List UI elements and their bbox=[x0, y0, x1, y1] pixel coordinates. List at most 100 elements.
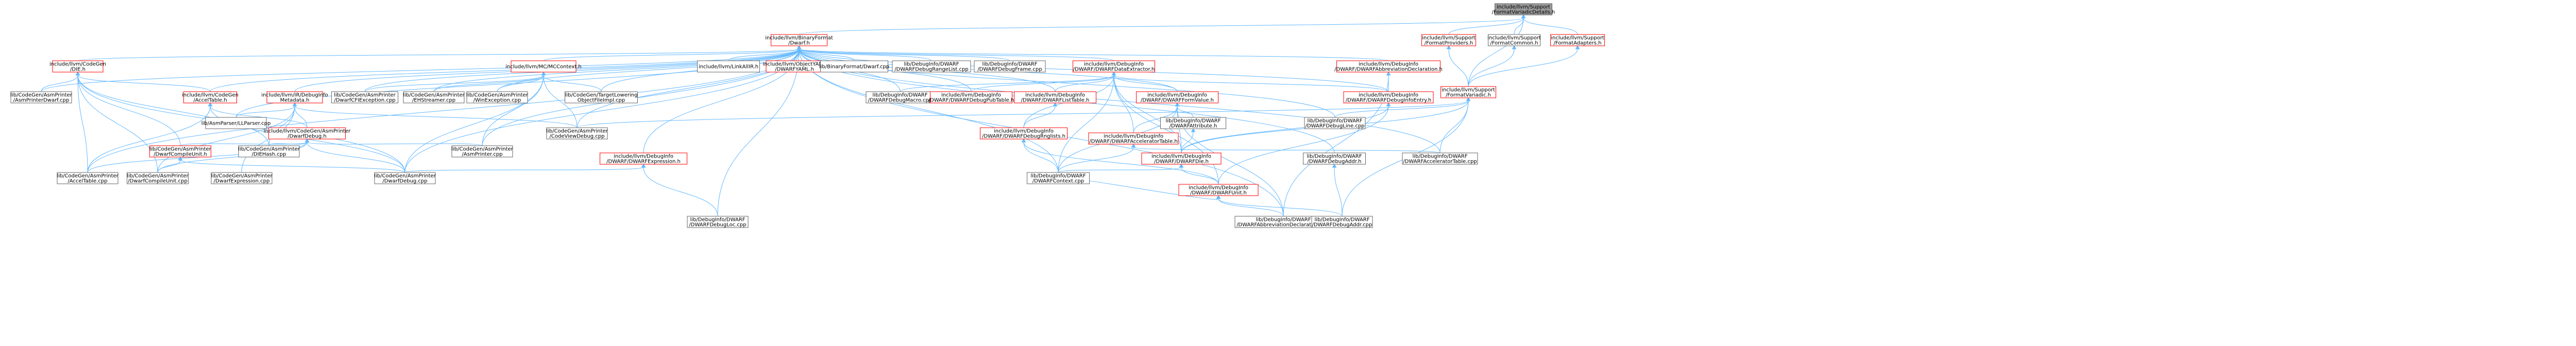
graph-node[interactable]: include/llvm/DebugInfo/DWARF/DWARFDie.h bbox=[1141, 152, 1222, 165]
graph-edge-line bbox=[87, 48, 800, 173]
graph-edge-line bbox=[307, 142, 405, 173]
graph-node[interactable]: lib/DebugInfo/DWARF/DWARFDebugLoc.cpp bbox=[687, 216, 749, 228]
graph-node-box bbox=[1343, 91, 1434, 103]
graph-node-label: /Dwarf.h bbox=[788, 41, 810, 46]
graph-node-label: include/llvm/Support bbox=[1442, 88, 1495, 93]
graph-node[interactable]: lib/CodeGen/AsmPrinter/DwarfCompileUnit.… bbox=[149, 145, 212, 158]
graph-node: include/llvm/Support/FormatVariadicDetai… bbox=[1492, 3, 1555, 15]
graph-node-label: /DWARFDebugLoc.cpp bbox=[689, 222, 746, 228]
graph-node[interactable]: include/llvm/CodeGen/DIE.h bbox=[49, 60, 106, 73]
graph-edge bbox=[178, 157, 405, 173]
graph-edge-line bbox=[210, 106, 308, 128]
graph-node[interactable]: lib/DebugInfo/DWARF/DWARFDebugAddr.h bbox=[1303, 152, 1366, 165]
graph-edge-line bbox=[1023, 106, 1056, 128]
graph-node[interactable]: include/llvm/Support/FormatAdapters.h bbox=[1550, 34, 1605, 46]
graph-node[interactable]: include/llvm/MC/MCContext.h bbox=[505, 60, 582, 73]
graph-node[interactable]: include/llvm/DebugInfo/DWARF/DWARFDebugP… bbox=[928, 91, 1014, 103]
graph-node[interactable]: include/llvm/DebugInfo/DWARF/DWARFListTa… bbox=[1014, 91, 1096, 103]
graph-node[interactable]: lib/DebugInfo/DWARF/DWARFDebugLine.cpp bbox=[1304, 117, 1366, 129]
graph-node[interactable]: lib/CodeGen/AsmPrinter/AccelTable.cpp bbox=[57, 172, 119, 184]
graph-node[interactable]: lib/DebugInfo/DWARF/DWARFContext.cpp bbox=[1027, 172, 1090, 184]
graph-node-label: /EHStreamer.cpp bbox=[412, 98, 455, 103]
graph-node[interactable]: include/llvm/DebugInfo/DWARF/DWARFDebugI… bbox=[1343, 91, 1434, 103]
graph-node[interactable]: lib/CodeGen/AsmPrinter/DwarfCompileUnit.… bbox=[127, 172, 189, 184]
graph-edge-line bbox=[404, 48, 800, 173]
graph-edge-line bbox=[1023, 142, 1059, 173]
graph-node-label: /AccelTable.cpp bbox=[67, 179, 107, 184]
graph-node[interactable]: lib/CodeGen/AsmPrinter/DwarfCFIException… bbox=[331, 91, 398, 103]
graph-edge-line bbox=[268, 142, 308, 146]
graph-node-label: /AsmPrinterDwarf.cpp bbox=[13, 98, 70, 103]
graph-edge-line bbox=[404, 75, 544, 173]
graph-node-label: /DWARF/DWARFAcceleratorTable.h bbox=[1089, 139, 1178, 145]
graph-node[interactable]: lib/CodeGen/AsmPrinter/DIEHash.cpp bbox=[238, 145, 300, 158]
graph-node[interactable]: lib/DebugInfo/DWARF/DWARFAcceleratorTabl… bbox=[1402, 152, 1478, 165]
graph-edge-arrowhead bbox=[1332, 164, 1337, 168]
graph-node[interactable]: include/llvm/LinkAllIR.h bbox=[697, 60, 760, 73]
graph-node-label: lib/CodeGen/TargetLowering bbox=[565, 93, 638, 98]
graph-node[interactable]: lib/CodeGen/AsmPrinter/CodeViewDebug.cpp bbox=[546, 127, 608, 140]
graph-node-label: /DWARF/DWARFDataExtractor.h bbox=[1073, 67, 1155, 73]
graph-node-box bbox=[374, 172, 436, 184]
graph-node[interactable]: include/llvm/DebugInfo/DWARF/DWARFAbbrev… bbox=[1334, 60, 1443, 73]
graph-node[interactable]: include/llvm/CodeGen/AsmPrinter/DwarfDeb… bbox=[264, 127, 351, 140]
graph-node-label: /DWARF/DWARFDebugInfoEntry.h bbox=[1346, 98, 1431, 103]
graph-node[interactable]: lib/CodeGen/AsmPrinter/DwarfDebug.cpp bbox=[374, 172, 436, 184]
graph-node-label: /DwarfCompileUnit.cpp bbox=[128, 179, 188, 184]
graph-edge-line bbox=[1218, 198, 1343, 217]
graph-node-box bbox=[238, 145, 300, 158]
graph-node[interactable]: include/llvm/DebugInfo/DWARF/DWARFDebugR… bbox=[980, 127, 1067, 140]
graph-node-label: include/llvm/Support bbox=[1422, 36, 1476, 41]
graph-edge bbox=[577, 45, 802, 128]
graph-node[interactable]: include/llvm/CodeGen/AccelTable.h bbox=[182, 91, 239, 103]
graph-node[interactable]: lib/CodeGen/AsmPrinter/WinException.cpp bbox=[466, 91, 529, 103]
graph-edge-line bbox=[157, 142, 308, 173]
graph-node-box bbox=[974, 60, 1046, 73]
graph-node[interactable]: lib/DebugInfo/DWARF/DWARFAttribute.h bbox=[1160, 117, 1226, 129]
graph-edge bbox=[1446, 45, 1469, 87]
graph-node[interactable]: include/llvm/DebugInfo/DWARF/DWARFFormVa… bbox=[1136, 91, 1218, 103]
graph-node[interactable]: lib/CodeGen/AsmPrinter/AsmPrinter.cpp bbox=[451, 145, 514, 158]
graph-node[interactable]: lib/AsmParser/LLParser.cpp bbox=[201, 117, 271, 129]
graph-edge-line bbox=[364, 48, 800, 92]
graph-node[interactable]: include/llvm/DebugInfo/DWARF/DWARFDataEx… bbox=[1073, 60, 1155, 73]
graph-edge-line bbox=[577, 100, 1469, 128]
graph-node[interactable]: lib/DebugInfo/DWARF/DWARFDebugFrame.cpp bbox=[974, 60, 1046, 73]
graph-node-box bbox=[1550, 34, 1605, 46]
graph-edge-line bbox=[799, 48, 1335, 118]
graph-node-box bbox=[127, 172, 189, 184]
graph-node[interactable]: lib/CodeGen/AsmPrinter/EHStreamer.cpp bbox=[403, 91, 465, 103]
graph-node-label: include/llvm/DebugInfo bbox=[1104, 134, 1163, 140]
graph-node[interactable]: lib/BinaryFormat/Dwarf.cpp bbox=[819, 60, 889, 73]
graph-node[interactable]: include/llvm/Support/FormatProviders.h bbox=[1421, 34, 1476, 46]
graph-edge bbox=[1055, 72, 1116, 92]
graph-node[interactable]: include/llvm/DebugInfo/DWARF/DWARFAccele… bbox=[1088, 132, 1179, 145]
graph-node[interactable]: lib/CodeGen/AsmPrinter/AsmPrinterDwarf.c… bbox=[10, 91, 73, 103]
graph-node-box bbox=[1440, 86, 1496, 98]
graph-node[interactable]: lib/DebugInfo/DWARF/DWARFDebugRangeList.… bbox=[892, 60, 971, 73]
graph-edge bbox=[1181, 128, 1196, 153]
graph-node-box bbox=[1073, 60, 1155, 73]
graph-node[interactable]: include/llvm/Support/FormatVariadic.h bbox=[1440, 86, 1496, 98]
graph-node[interactable]: lib/DebugInfo/DWARF/DWARFDebugAddr.cpp bbox=[1311, 216, 1373, 228]
graph-node[interactable]: include/llvm/Support/FormatCommon.h bbox=[1487, 34, 1541, 46]
graph-node[interactable]: lib/DebugInfo/DWARF/DWARFDebugMacro.cpp bbox=[866, 91, 935, 103]
graph-edge-line bbox=[1468, 18, 1524, 87]
graph-node[interactable]: include/llvm/DebugInfo/DWARF/DWARFExpres… bbox=[600, 152, 687, 165]
graph-edge bbox=[1021, 139, 1059, 173]
graph-edge-line bbox=[1113, 75, 1389, 92]
graph-node[interactable]: include/llvm/BinaryFormat/Dwarf.h bbox=[765, 34, 833, 46]
graph-node[interactable]: lib/CodeGen/AsmPrinter/DwarfExpression.c… bbox=[211, 172, 273, 184]
graph-node-label: lib/DebugInfo/DWARF bbox=[982, 62, 1037, 67]
graph-node[interactable]: include/llvm/DebugInfo/DWARF/DWARFUnit.h bbox=[1178, 184, 1259, 196]
graph-edge-line bbox=[77, 75, 181, 146]
graph-edge-arrowhead bbox=[1466, 97, 1471, 101]
graph-node-label: /DWARFAcceleratorTable.cpp bbox=[1403, 159, 1477, 165]
graph-node-box bbox=[331, 91, 398, 103]
graph-node-label: ObjectFileImpl.cpp bbox=[578, 98, 625, 103]
graph-node[interactable]: lib/CodeGen/TargetLoweringObjectFileImpl… bbox=[565, 91, 638, 103]
graph-node-label: /DWARF/DWARFDebugPubTable.h bbox=[928, 98, 1014, 103]
graph-node[interactable]: include/llvm/ObjectYAML/DWARFYAML.h bbox=[762, 60, 826, 73]
